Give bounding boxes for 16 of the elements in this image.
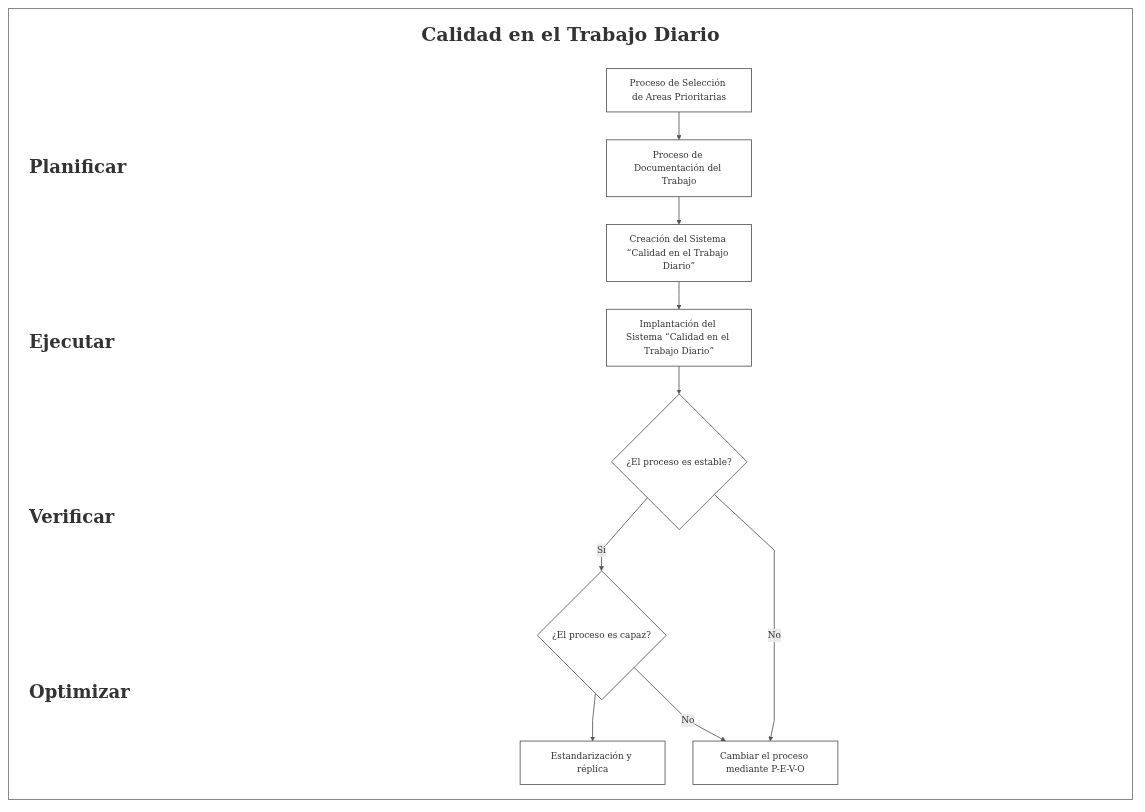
- phase-label: Optimizar: [29, 681, 131, 702]
- edge-label: Si: [596, 544, 606, 556]
- node-box: Cambiar el proceso mediante P-E-V-O: [692, 740, 839, 785]
- phase-label: Ejecutar: [29, 331, 116, 352]
- edge-label: No: [681, 714, 695, 726]
- node-box: Implantación del Sistema “Calidad en el Trabajo Diario”: [606, 308, 752, 367]
- node-box: Estandarización y réplica: [519, 740, 666, 785]
- edge-label: No: [767, 629, 781, 641]
- node-diamond: ¿El proceso es capaz?: [536, 570, 667, 701]
- node-diamond: ¿El proceso es estable?: [611, 393, 748, 530]
- phase-label: Verificar: [29, 506, 116, 527]
- node-box: Proceso de Selección de Areas Prioritarias: [606, 68, 752, 113]
- node-box: Proceso de Documentación del Trabajo: [606, 139, 752, 198]
- diagram-title: Calidad en el Trabajo Diario: [420, 23, 721, 45]
- node-box: Creación del Sistema “Calidad en el Trabajo Diario”: [606, 224, 752, 282]
- phase-label: Planificar: [29, 156, 128, 177]
